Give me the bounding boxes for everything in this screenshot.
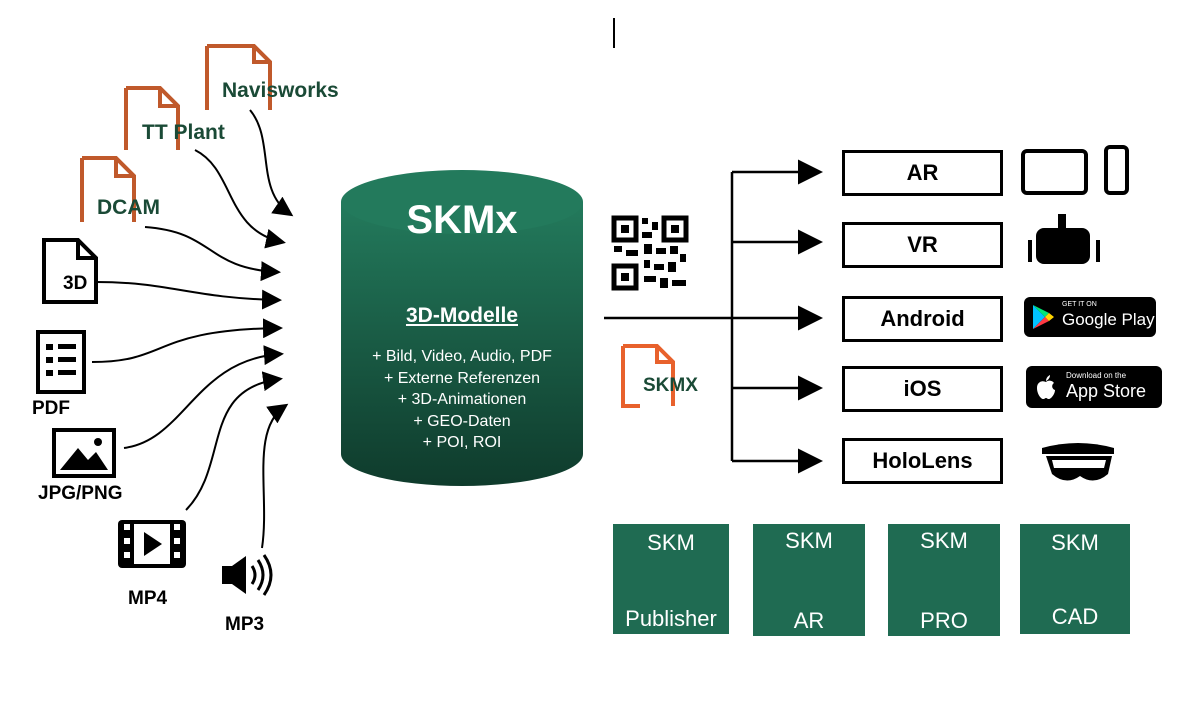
- database-title: SKMx: [406, 198, 518, 242]
- feature-item: + POI, ROI: [422, 434, 502, 451]
- pdf-label: PDF: [32, 398, 70, 419]
- app-tile-bottom-label: AR: [793, 608, 825, 633]
- app-tile-bottom-label: CAD: [1051, 604, 1099, 629]
- app-tile-ar[interactable]: SKM AR: [753, 524, 865, 636]
- arrow-tt-plant: [194, 149, 286, 249]
- output-ios-box: iOS: [842, 366, 1003, 412]
- arrow-dcam: [144, 226, 281, 282]
- app-tile-pro[interactable]: SKM PRO: [888, 524, 1000, 636]
- arrow-navisworks: [249, 109, 294, 217]
- app-store-badge[interactable]: Download on the App Store: [1026, 366, 1162, 408]
- pdf-list-icon: [36, 330, 86, 394]
- database-subtitle: 3D-Modelle: [405, 304, 518, 327]
- feature-item: + GEO-Daten: [413, 412, 511, 430]
- navisworks-doc-icon: [205, 44, 272, 110]
- video-film-icon: [118, 520, 186, 568]
- vr-headset-icon: [1028, 214, 1100, 264]
- arrow-mp3: [261, 403, 289, 549]
- app-store-big-text: App Store: [1066, 381, 1147, 401]
- feature-item: + 3D-Animationen: [397, 391, 527, 408]
- google-play-small-text: GET IT ON: [1062, 301, 1097, 308]
- feature-item: + Externe Referenzen: [383, 369, 541, 387]
- output-ar-box: AR: [842, 150, 1003, 196]
- feature-item: + Bild, Video, Audio, PDF: [372, 348, 552, 365]
- skmx-format-label: SKMX: [643, 375, 698, 396]
- arrow-3d: [95, 281, 282, 310]
- arrow-jpg: [123, 345, 284, 449]
- google-play-big-text: Google Play: [1062, 310, 1155, 329]
- arrow-pdf: [91, 318, 283, 363]
- app-tile-top-label: SKM: [785, 528, 833, 553]
- google-play-badge[interactable]: GET IT ON Google Play: [1024, 297, 1156, 337]
- app-tile-top-label: SKM: [1051, 530, 1099, 555]
- app-store-small-text: Download on the: [1066, 371, 1127, 380]
- image-icon: [52, 428, 116, 478]
- app-tile-bottom-label: Publisher: [625, 606, 717, 631]
- app-tile-top-label: SKM: [647, 530, 695, 555]
- tt-plant-doc-icon: [124, 86, 180, 150]
- skmx-doc-icon: [621, 344, 675, 408]
- app-tile-publisher[interactable]: SKM Publisher: [613, 524, 729, 634]
- apple-icon: [1037, 375, 1055, 399]
- mp3-label: MP3: [225, 614, 264, 635]
- 3d-doc-icon: [42, 238, 98, 304]
- tt-plant-label: TT Plant: [142, 121, 225, 144]
- database-features: + Bild, Video, Audio, PDF + Externe Refe…: [341, 346, 583, 454]
- tablet-icon: [1021, 149, 1088, 195]
- jpg-png-label: JPG/PNG: [38, 483, 122, 504]
- 3d-label: 3D: [63, 273, 87, 294]
- app-tile-top-label: SKM: [920, 528, 968, 553]
- dcam-label: DCAM: [97, 196, 160, 219]
- navisworks-label: Navisworks: [222, 79, 339, 102]
- app-tile-cad[interactable]: SKM CAD: [1020, 524, 1130, 634]
- output-hololens-box: HoloLens: [842, 438, 1003, 484]
- phone-icon: [1104, 145, 1129, 195]
- output-vr-box: VR: [842, 222, 1003, 268]
- mp4-label: MP4: [128, 588, 168, 609]
- output-android-box: Android: [842, 296, 1003, 342]
- dcam-doc-icon: [80, 156, 136, 222]
- speaker-icon: [222, 554, 273, 596]
- google-play-icon: [1033, 305, 1054, 329]
- app-tile-bottom-label: PRO: [920, 608, 968, 633]
- skmx-database-cylinder: [341, 170, 583, 486]
- hololens-icon: [1042, 443, 1114, 481]
- arrow-mp4: [185, 371, 283, 511]
- qr-code-icon: [611, 215, 689, 291]
